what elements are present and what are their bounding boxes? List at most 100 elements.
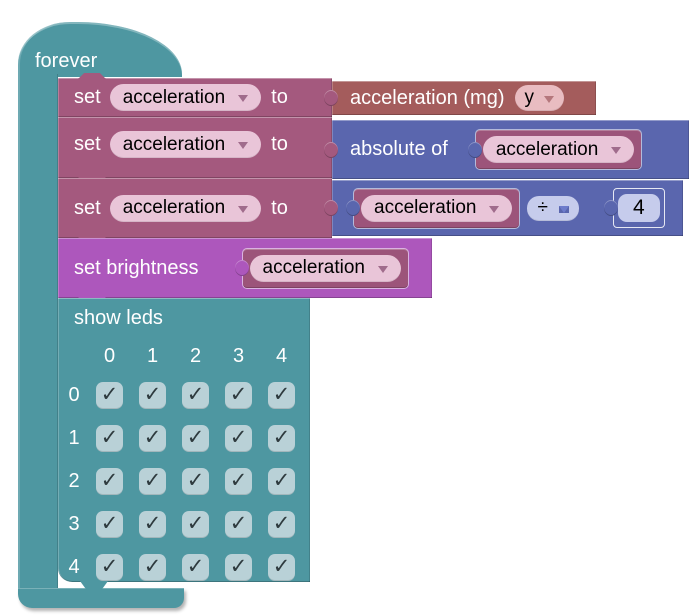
variable-dropdown-value: acceleration bbox=[122, 86, 226, 108]
forever-block[interactable]: forever bbox=[18, 22, 182, 77]
check-icon: ✓ bbox=[100, 512, 119, 535]
led-checkbox-4-0[interactable]: ✓ bbox=[96, 554, 123, 581]
check-icon: ✓ bbox=[229, 512, 248, 535]
math-division-block[interactable]: acceleration ÷ 4 bbox=[324, 180, 683, 236]
variable-shadow-block[interactable]: acceleration bbox=[467, 130, 642, 169]
acceleration-mg-block[interactable]: acceleration (mg) y bbox=[324, 81, 596, 115]
check-icon: ✓ bbox=[186, 383, 205, 406]
set-brightness-label: set brightness bbox=[74, 256, 199, 279]
led-column-header: 4 bbox=[275, 344, 288, 367]
absolute-of-label: absolute of bbox=[350, 138, 448, 160]
to-label: to bbox=[271, 196, 288, 219]
dropdown-arrow-icon bbox=[544, 95, 555, 103]
variable-dropdown[interactable]: acceleration bbox=[482, 136, 635, 163]
led-checkbox-1-0[interactable]: ✓ bbox=[96, 425, 123, 452]
dropdown-arrow-icon bbox=[558, 205, 569, 213]
variable-dropdown-value: acceleration bbox=[122, 197, 226, 218]
puzzle-connector-icon bbox=[346, 200, 360, 216]
led-column-header: 0 bbox=[103, 344, 116, 367]
check-icon: ✓ bbox=[143, 555, 162, 578]
led-checkbox-3-0[interactable]: ✓ bbox=[96, 511, 123, 538]
number-shadow-block[interactable]: 4 bbox=[603, 188, 665, 228]
check-icon: ✓ bbox=[143, 383, 162, 406]
set-variable-block-2[interactable]: set acceleration to bbox=[58, 117, 332, 178]
led-checkbox-0-1[interactable]: ✓ bbox=[139, 382, 166, 409]
led-checkbox-0-2[interactable]: ✓ bbox=[182, 382, 209, 409]
puzzle-connector-icon bbox=[324, 90, 338, 106]
forever-block-bottom[interactable] bbox=[18, 588, 184, 608]
axis-dropdown-value: y bbox=[524, 87, 535, 108]
variable-dropdown[interactable]: acceleration bbox=[109, 194, 262, 222]
set-variable-block-1[interactable]: set acceleration to bbox=[58, 78, 332, 117]
show-leds-label: show leds bbox=[74, 307, 163, 329]
set-label: set bbox=[74, 133, 101, 155]
check-icon: ✓ bbox=[229, 469, 248, 492]
led-column-header: 2 bbox=[189, 344, 202, 367]
led-checkbox-0-0[interactable]: ✓ bbox=[96, 382, 123, 409]
set-label: set bbox=[74, 196, 101, 219]
dropdown-arrow-icon bbox=[611, 147, 622, 154]
check-icon: ✓ bbox=[100, 383, 119, 406]
check-icon: ✓ bbox=[100, 469, 119, 492]
check-icon: ✓ bbox=[186, 426, 205, 449]
set-brightness-block[interactable]: set brightness acceleration bbox=[58, 238, 432, 298]
variable-shadow-block[interactable]: acceleration bbox=[346, 188, 520, 228]
led-checkbox-2-0[interactable]: ✓ bbox=[96, 468, 123, 495]
led-checkbox-0-3[interactable]: ✓ bbox=[225, 382, 252, 409]
led-checkbox-4-2[interactable]: ✓ bbox=[182, 554, 209, 581]
led-checkbox-2-4[interactable]: ✓ bbox=[268, 468, 295, 495]
operator-dropdown-value: ÷ bbox=[537, 197, 548, 218]
variable-dropdown-value: acceleration bbox=[495, 138, 599, 160]
led-checkbox-1-2[interactable]: ✓ bbox=[182, 425, 209, 452]
led-checkbox-2-3[interactable]: ✓ bbox=[225, 468, 252, 495]
axis-dropdown[interactable]: y bbox=[514, 85, 565, 111]
variable-dropdown[interactable]: acceleration bbox=[249, 254, 401, 282]
dropdown-arrow-icon bbox=[489, 205, 500, 213]
acceleration-mg-label: acceleration (mg) bbox=[350, 86, 505, 109]
variable-dropdown-value: acceleration bbox=[122, 133, 226, 155]
puzzle-connector-icon bbox=[324, 200, 338, 216]
to-label: to bbox=[271, 86, 288, 108]
led-checkbox-1-3[interactable]: ✓ bbox=[225, 425, 252, 452]
variable-dropdown[interactable]: acceleration bbox=[361, 194, 513, 222]
check-icon: ✓ bbox=[186, 555, 205, 578]
led-checkbox-1-4[interactable]: ✓ bbox=[268, 425, 295, 452]
operator-dropdown[interactable]: ÷ bbox=[527, 195, 579, 221]
led-checkbox-4-1[interactable]: ✓ bbox=[139, 554, 166, 581]
led-row-header: 0 bbox=[68, 384, 80, 406]
puzzle-connector-icon bbox=[324, 141, 338, 158]
dropdown-arrow-icon bbox=[377, 265, 388, 273]
forever-block-spine[interactable] bbox=[18, 74, 58, 588]
number-input[interactable]: 4 bbox=[617, 194, 660, 222]
led-checkbox-3-2[interactable]: ✓ bbox=[182, 511, 209, 538]
check-icon: ✓ bbox=[186, 512, 205, 535]
absolute-of-block[interactable]: absolute of acceleration bbox=[324, 120, 689, 179]
variable-dropdown[interactable]: acceleration bbox=[109, 131, 262, 158]
led-checkbox-4-3[interactable]: ✓ bbox=[225, 554, 252, 581]
led-row-header: 3 bbox=[68, 513, 80, 535]
dropdown-arrow-icon bbox=[238, 142, 249, 149]
variable-dropdown-value: acceleration bbox=[374, 197, 477, 218]
check-icon: ✓ bbox=[229, 383, 248, 406]
led-checkbox-4-4[interactable]: ✓ bbox=[268, 554, 295, 581]
set-variable-block-3[interactable]: set acceleration to bbox=[58, 178, 332, 238]
led-row-header: 2 bbox=[68, 470, 80, 492]
variable-shadow-block[interactable]: acceleration bbox=[234, 248, 408, 288]
led-checkbox-3-1[interactable]: ✓ bbox=[139, 511, 166, 538]
led-checkbox-2-2[interactable]: ✓ bbox=[182, 468, 209, 495]
check-icon: ✓ bbox=[272, 383, 291, 406]
variable-dropdown[interactable]: acceleration bbox=[109, 84, 262, 111]
led-row-header: 4 bbox=[68, 556, 80, 578]
check-icon: ✓ bbox=[272, 555, 291, 578]
led-checkbox-2-1[interactable]: ✓ bbox=[139, 468, 166, 495]
led-checkbox-3-4[interactable]: ✓ bbox=[268, 511, 295, 538]
led-checkbox-0-4[interactable]: ✓ bbox=[268, 382, 295, 409]
led-checkbox-3-3[interactable]: ✓ bbox=[225, 511, 252, 538]
check-icon: ✓ bbox=[143, 469, 162, 492]
led-column-header: 1 bbox=[146, 344, 159, 367]
dropdown-arrow-icon bbox=[238, 95, 249, 102]
led-checkbox-1-1[interactable]: ✓ bbox=[139, 425, 166, 452]
